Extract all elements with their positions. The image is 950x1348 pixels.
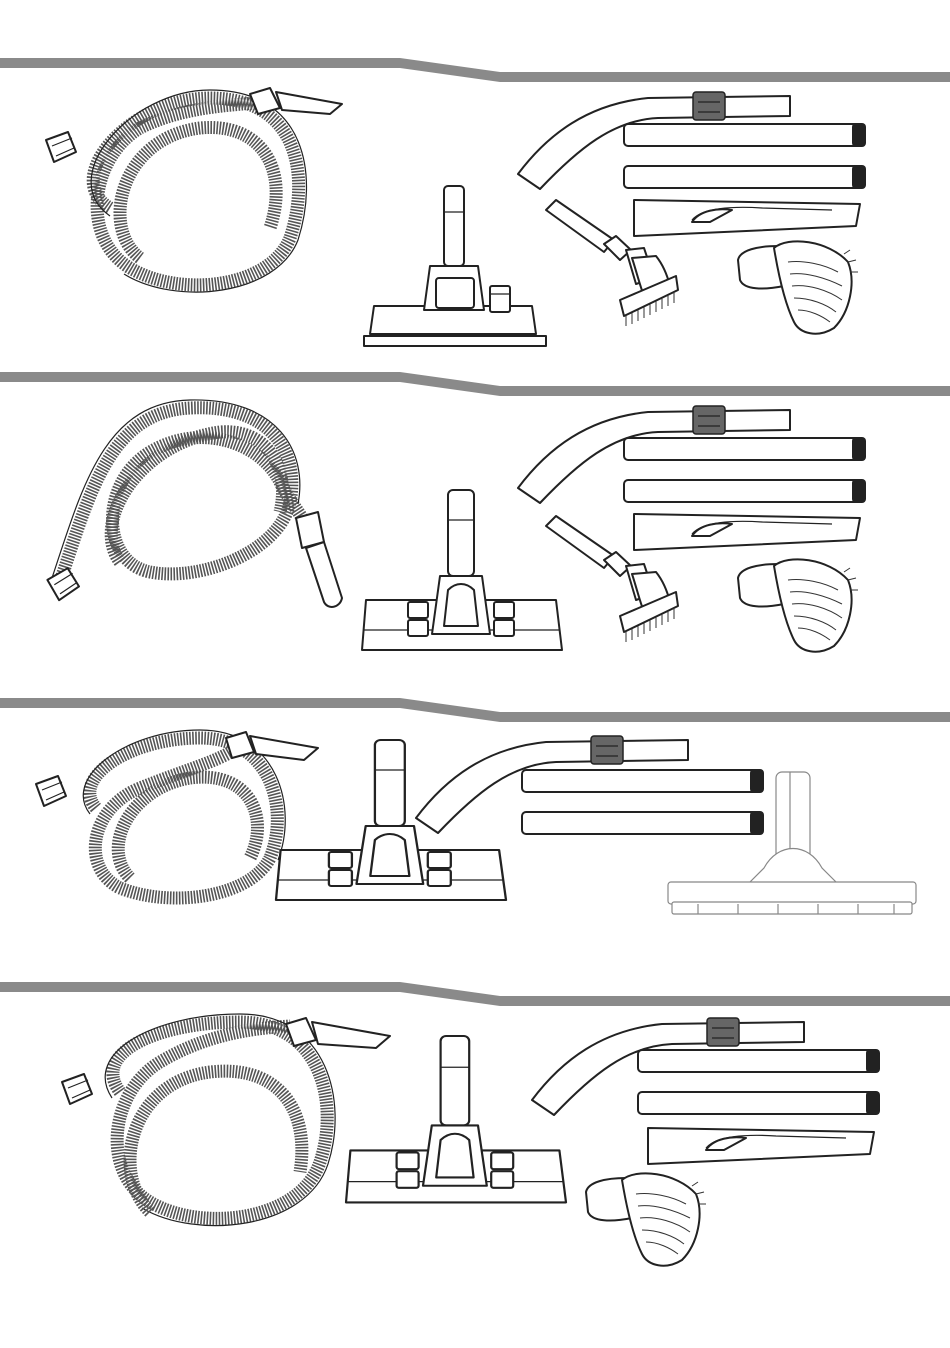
extension-tube-illustration [624,165,866,189]
floor-nozzle-illustration [364,186,546,346]
hose-illustration [36,730,318,898]
dusting-brush-illustration [586,1173,706,1265]
extension-tube-illustration [638,1049,880,1073]
hose-illustration [46,88,342,292]
kit-1 [0,58,950,368]
extension-tube-illustration [522,769,764,793]
hose-illustration [62,1014,390,1226]
extension-tube-illustration [638,1091,880,1115]
extension-tube-illustration [624,437,866,461]
kit-2 [0,372,950,692]
floor-nozzle-illustration [346,1036,566,1202]
floor-nozzle-illustration [362,490,562,650]
extension-tube-illustration [624,123,866,147]
extension-tube-illustration [624,479,866,503]
dusting-brush-illustration [738,559,858,651]
squeegee-nozzle-illustration [668,772,916,914]
hose-illustration [46,400,342,607]
extension-tube-illustration [522,811,764,835]
kit-4 [0,982,950,1282]
dusting-brush-illustration [738,241,858,333]
crevice-tool-illustration [634,200,860,236]
crevice-tool-illustration [648,1128,874,1164]
crevice-tool-illustration [634,514,860,550]
kit-3 [0,698,950,968]
floor-nozzle-illustration [276,740,506,900]
